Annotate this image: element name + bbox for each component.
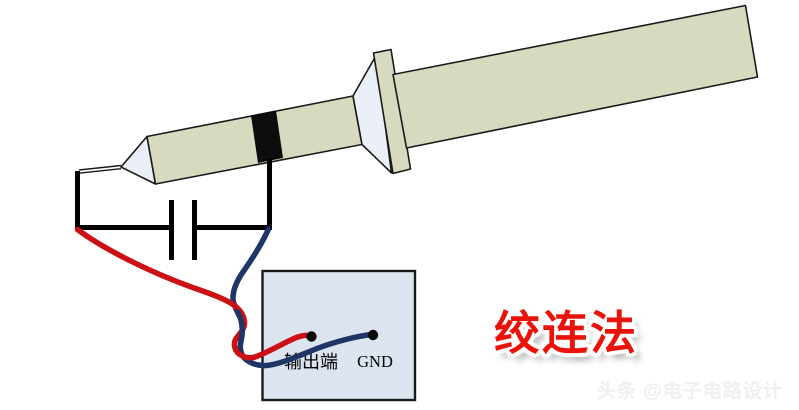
probe-flare-cone [352,54,393,174]
signal-source-box [261,269,417,402]
output-terminal-label: 输出端 [284,352,338,372]
probe-collar [372,48,412,175]
probe-body [146,95,363,185]
blue-wire-twist-overlap [234,309,246,344]
gnd-terminal-label: GND [357,352,393,371]
probe-shaft [392,4,759,149]
capacitor-circuit [75,159,272,260]
oscilloscope-probe [78,4,759,185]
probe-band [251,110,283,163]
probe-needle-bottom-edge [78,168,122,174]
caption-twisted-connection-method: 绞连法 [494,307,638,359]
output-terminal-dot [306,331,317,342]
gnd-terminal-dot [367,329,379,341]
red-signal-wire [74,226,315,361]
probe-needle-top-edge [78,164,122,171]
watermark: 头条 @电子电路设计 [597,381,783,402]
